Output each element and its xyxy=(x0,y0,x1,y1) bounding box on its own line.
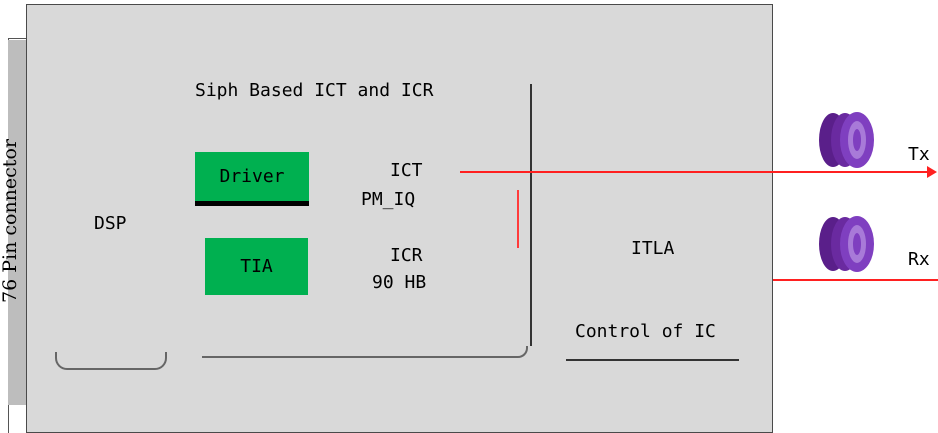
tia-block: TIA xyxy=(205,238,308,295)
module-board xyxy=(26,4,773,433)
tia-label: TIA xyxy=(240,256,273,277)
control-label: Control of IC xyxy=(575,321,716,342)
rx-label: Rx xyxy=(908,249,930,270)
rx-signal-line xyxy=(773,279,938,281)
tx-arrow-icon xyxy=(927,166,937,178)
ict-icr-title: Siph Based ICT and ICR xyxy=(195,80,434,101)
itla-label: ITLA xyxy=(631,238,675,259)
tx-label: Tx xyxy=(908,144,930,165)
ict-label: ICT xyxy=(390,160,423,181)
connector-edge-top xyxy=(8,38,38,39)
driver-block: Driver xyxy=(195,152,309,206)
fiber-coil-icon xyxy=(819,216,874,272)
ict-sub-label: PM_IQ xyxy=(361,189,416,210)
driver-label: Driver xyxy=(219,166,285,187)
fiber-coil-icon xyxy=(819,112,874,168)
dsp-label: DSP xyxy=(94,213,127,234)
tx-signal-line xyxy=(460,171,930,173)
connector-label: 76 Pin connector xyxy=(0,139,21,303)
dsp-bracket xyxy=(55,352,167,370)
icr-label: ICR xyxy=(390,245,423,266)
ict-bracket xyxy=(202,346,528,358)
section-divider xyxy=(530,84,532,346)
icr-sub-label: 90 HB xyxy=(372,272,427,293)
red-marker xyxy=(517,190,519,248)
control-underline xyxy=(566,359,739,361)
